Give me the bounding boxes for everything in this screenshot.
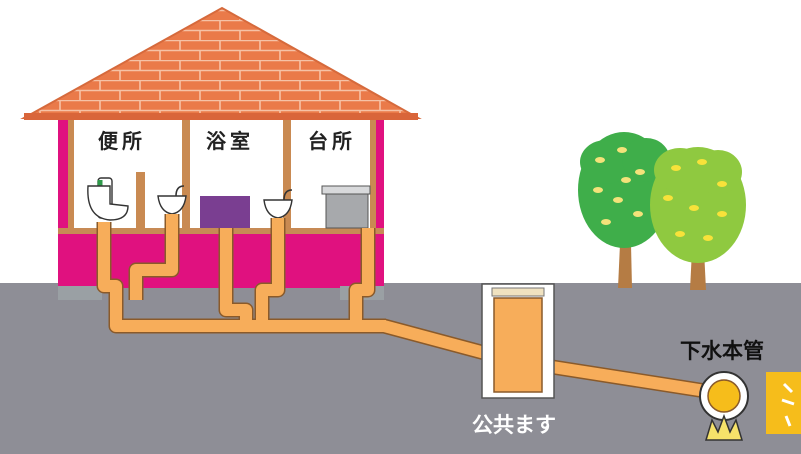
room-label-bathroom: 浴室 — [206, 129, 254, 153]
bathtub — [200, 196, 250, 228]
kitchen-sink — [321, 185, 371, 229]
wall-post — [182, 118, 190, 230]
roof — [20, 6, 422, 119]
toilet-fixture — [87, 177, 129, 221]
wash-basin — [157, 185, 187, 215]
public-basin — [481, 283, 555, 399]
tree-right — [650, 147, 746, 290]
water-pipe — [136, 172, 145, 230]
drain-pipes — [96, 214, 714, 400]
main-sewer-label: 下水本管 — [680, 339, 764, 363]
room-label-kitchen: 台所 — [308, 129, 356, 153]
tree-left — [578, 132, 670, 288]
room-label-toilet: 便所 — [98, 129, 146, 153]
ground — [0, 283, 801, 454]
kitchen-basin — [263, 189, 293, 219]
main-sewer-pipe — [699, 371, 801, 441]
wall-post — [283, 118, 291, 230]
public-basin-label: 公共ます — [472, 413, 556, 437]
